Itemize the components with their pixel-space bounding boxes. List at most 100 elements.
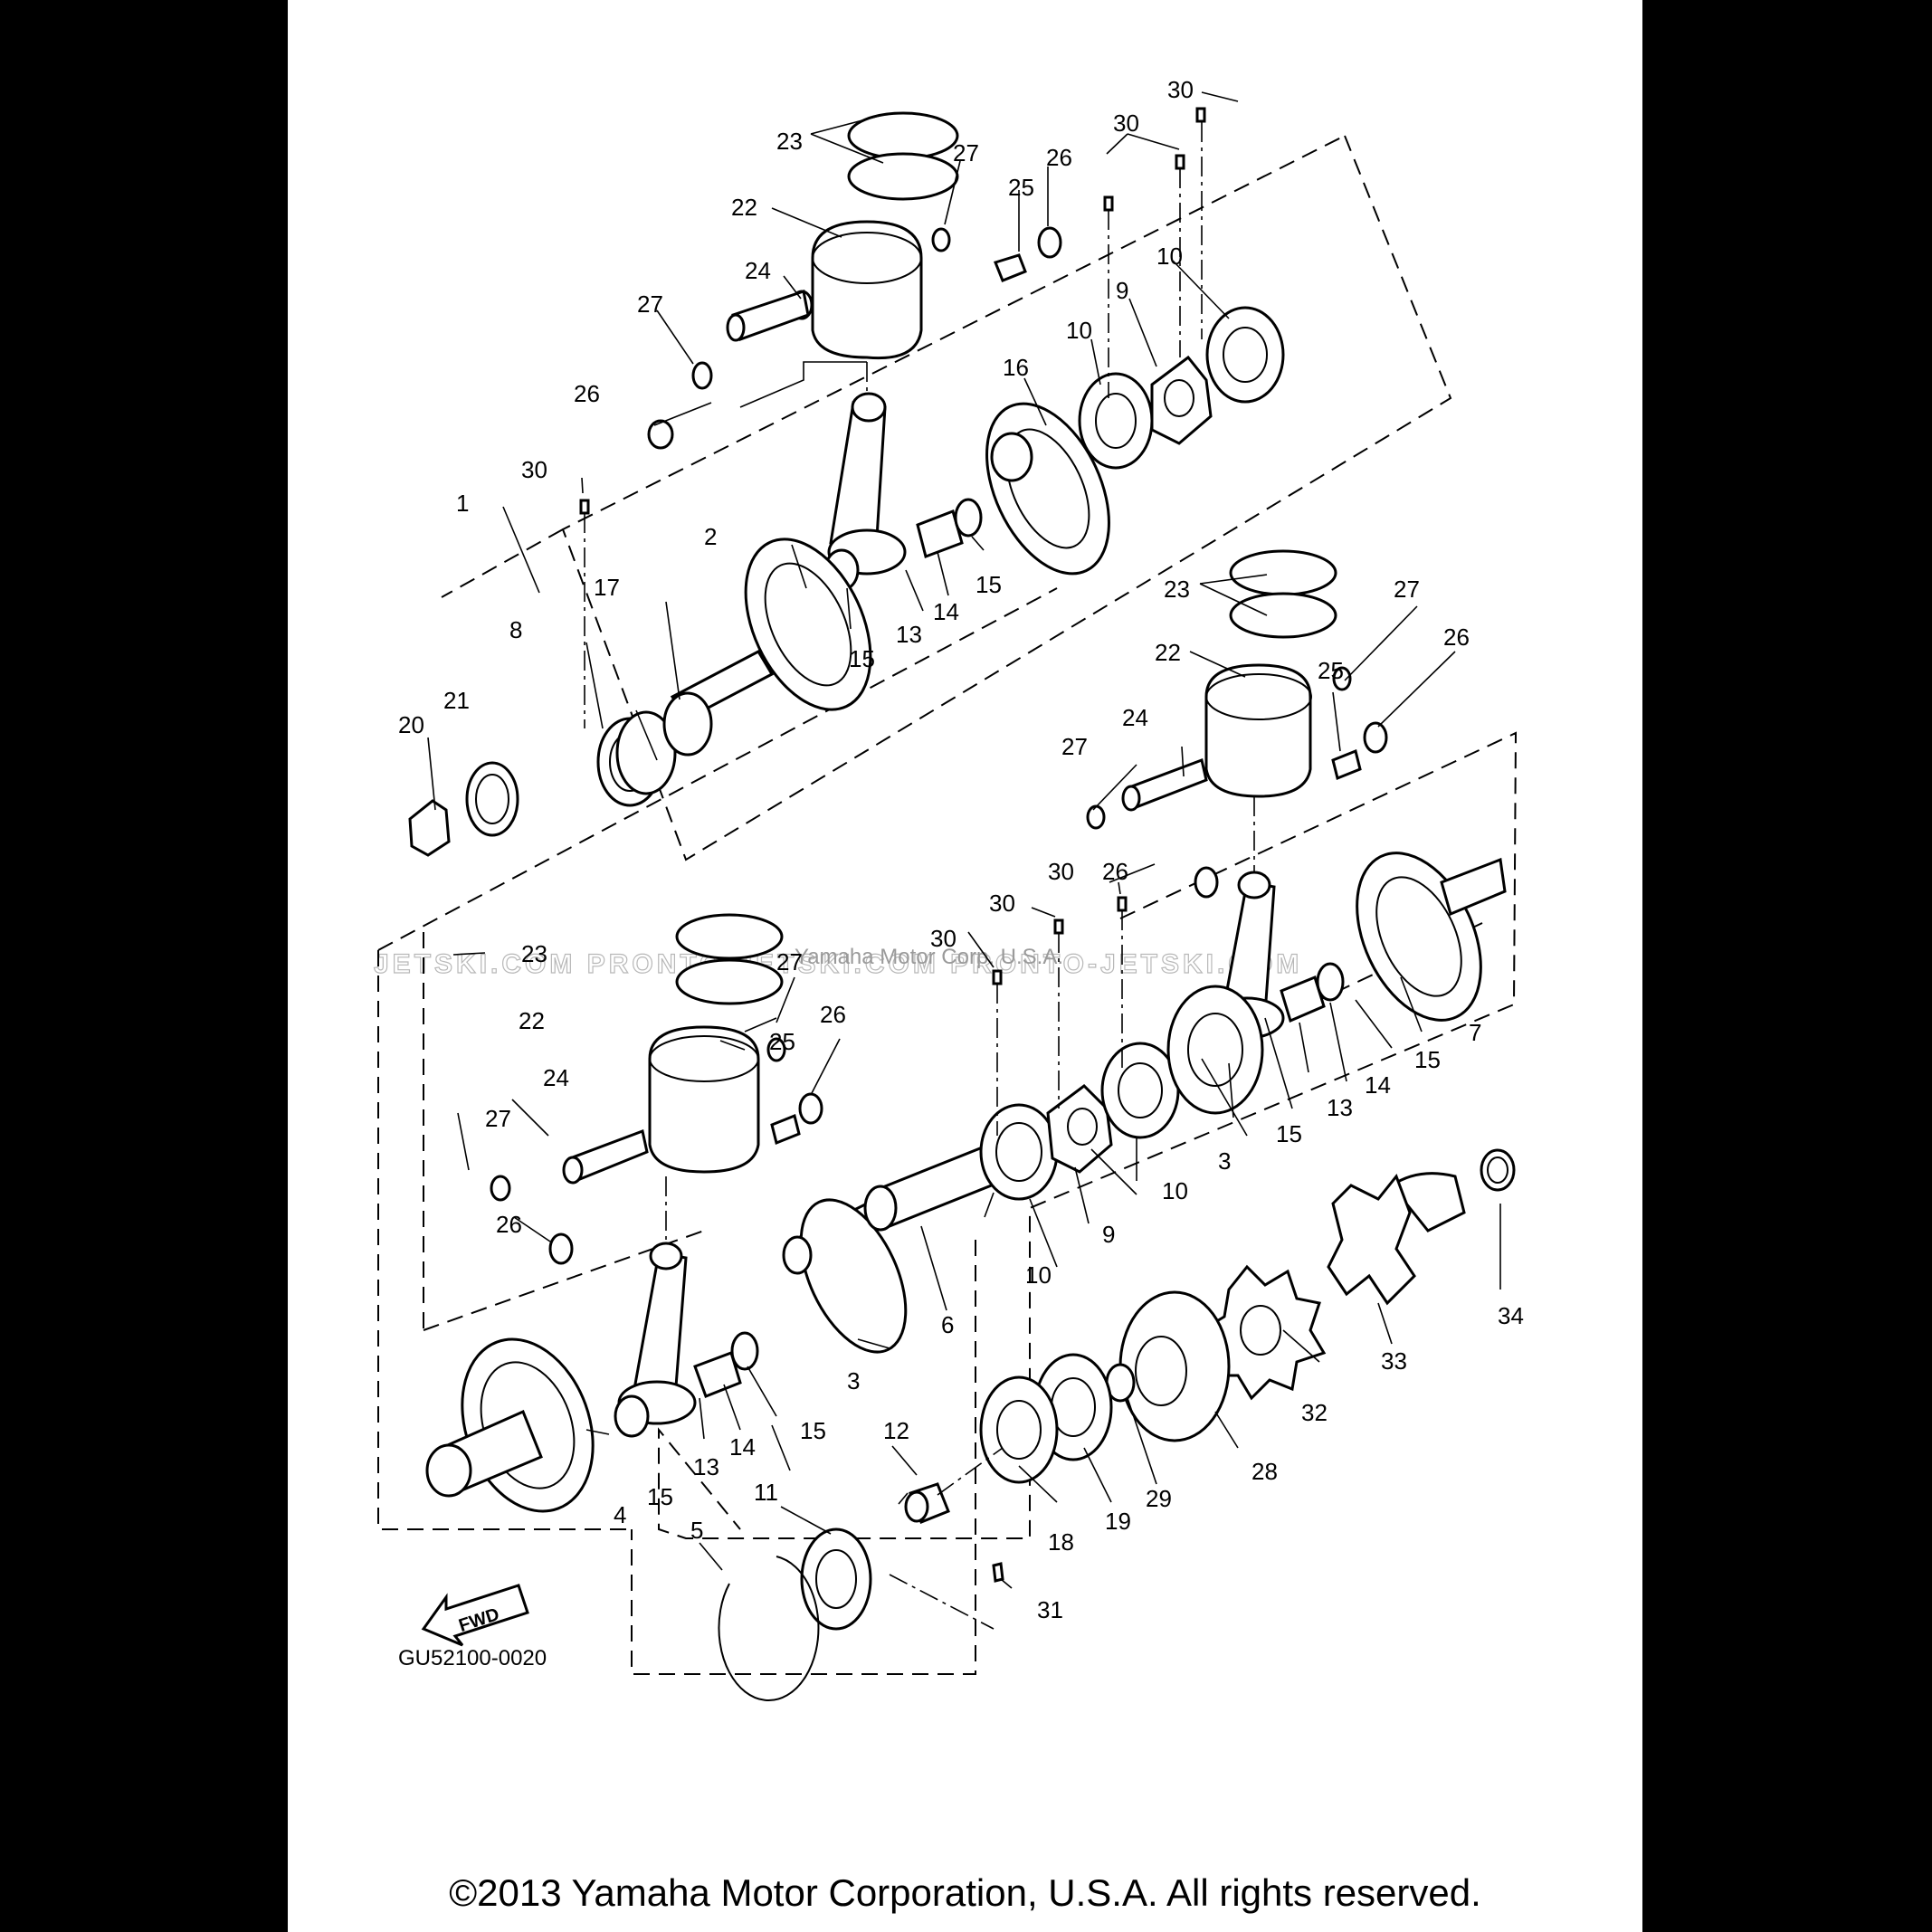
pin-30d (579, 499, 590, 515)
callout-22: 22 (519, 1007, 545, 1034)
clip-27-lower-left (490, 1175, 511, 1202)
callout-30: 30 (1113, 109, 1139, 137)
callout-7: 7 (1469, 1019, 1481, 1046)
pin-30b (1175, 154, 1185, 170)
piston-ring-upper-2 (847, 152, 959, 201)
pin-30e (1117, 896, 1128, 912)
leader-lines (427, 91, 1501, 1589)
callout-14: 14 (729, 1433, 756, 1461)
callout-20: 20 (398, 711, 424, 738)
upper-connecting-rod (823, 392, 983, 592)
clip-27-lower-right (766, 1037, 786, 1062)
callout-27: 27 (637, 290, 663, 318)
callout-23: 23 (1164, 576, 1190, 603)
collar-9-upper (1150, 355, 1213, 445)
bearing-14-upper (916, 509, 964, 558)
upper-bearings-9-10 (1078, 306, 1285, 470)
callout-26: 26 (1102, 858, 1128, 885)
bearing-14-lower (693, 1351, 742, 1398)
callout-23: 23 (776, 128, 803, 155)
callout-11: 11 (754, 1479, 778, 1506)
seal-21 (465, 761, 519, 837)
callout-26: 26 (574, 380, 600, 407)
clip-27-upper-left (691, 361, 713, 390)
callout-9: 9 (1102, 1221, 1115, 1248)
callout-10: 10 (1156, 243, 1183, 270)
callout-15: 15 (849, 645, 875, 672)
piston-ring-right-2 (1229, 592, 1337, 639)
bearing-14-right (1280, 975, 1326, 1023)
callout-13: 13 (693, 1453, 719, 1480)
fwd-arrow-icon: FWD (421, 1584, 529, 1647)
callout-1: 1 (456, 490, 469, 517)
piston-ring-lower-2 (675, 958, 784, 1005)
coupling-parts (718, 1148, 1516, 1702)
callout-34: 34 (1498, 1302, 1524, 1329)
conrod-lower (633, 1252, 688, 1400)
callout-30: 30 (930, 925, 956, 952)
bearing-17 (662, 691, 713, 757)
callout-22: 22 (731, 194, 757, 221)
callout-22: 22 (1155, 639, 1181, 666)
watermark-subtext: Yamaha Motor Corp. U.S.A. (795, 945, 1063, 969)
nut-20 (408, 799, 451, 857)
piston-ring-right-1 (1229, 549, 1337, 596)
bearing-10-lower-b (1100, 1042, 1180, 1139)
callout-14: 14 (1365, 1071, 1391, 1099)
figure-code: GU52100-0020 (398, 1646, 547, 1670)
callout-26: 26 (1443, 623, 1470, 651)
callout-24: 24 (1122, 704, 1148, 731)
callout-3: 3 (1218, 1147, 1231, 1175)
callout-10: 10 (1162, 1177, 1188, 1204)
watermark-text: JETSKI.COM PRONTO-JETSKI.COM PRONTO-JETS… (374, 949, 1302, 979)
piston-pin-right (1128, 757, 1208, 811)
seal-18 (979, 1375, 1059, 1484)
pin-30g (992, 969, 1003, 985)
bearing-25-right (1331, 748, 1362, 781)
pin-30a (1195, 107, 1206, 123)
callout-18: 18 (1048, 1528, 1074, 1556)
bearing-10-lower-a (979, 1103, 1059, 1201)
callout-5: 5 (690, 1517, 703, 1544)
upper-piston-assembly (647, 111, 1062, 450)
callout-27: 27 (1061, 733, 1088, 760)
washer-26-right-right (1363, 721, 1388, 754)
callout-8: 8 (509, 616, 522, 643)
washer-26-right-left (1194, 866, 1219, 899)
piston-ring-lower-1 (675, 913, 784, 960)
callout-12: 12 (883, 1417, 909, 1444)
bearing-11 (800, 1528, 872, 1631)
piston-right (1204, 663, 1312, 798)
callout-15: 15 (976, 571, 1002, 598)
center-lines (584, 122, 1255, 1630)
callout-32: 32 (1301, 1399, 1328, 1426)
callout-26: 26 (1046, 144, 1072, 171)
callout-16: 16 (1003, 354, 1029, 381)
callout-25: 25 (769, 1028, 795, 1055)
crank-end-4 (425, 1337, 595, 1513)
washer-34 (1480, 1148, 1516, 1192)
clip-27-right-right (1332, 666, 1352, 691)
callout-13: 13 (896, 621, 922, 648)
callout-17: 17 (594, 574, 620, 601)
callout-33: 33 (1381, 1347, 1407, 1375)
coupling-33-shaft (1389, 1172, 1466, 1232)
callout-labels: 30 30 23 27 26 25 22 10 24 27 9 10 26 16… (398, 76, 1524, 1623)
callout-23: 23 (521, 940, 547, 967)
crank-stub-7 (1440, 857, 1507, 917)
callout-29: 29 (1146, 1485, 1172, 1512)
washer-15-upper-right (954, 498, 983, 538)
bearing-10-upper-a (1078, 372, 1154, 470)
callout-3: 3 (847, 1367, 860, 1394)
washer-26-upper-right (1037, 226, 1062, 259)
clip-27-upper-right (931, 227, 951, 252)
callout-27: 27 (776, 948, 803, 976)
exploded-parts-diagram: JETSKI.COM PRONTO-JETSKI.COM PRONTO-JETS… (373, 76, 1524, 1702)
callout-30: 30 (989, 890, 1015, 917)
callout-6: 6 (941, 1311, 954, 1338)
callout-15: 15 (647, 1483, 673, 1510)
callout-10: 10 (1025, 1261, 1052, 1289)
circlip-5 (718, 1556, 820, 1702)
crank-web-7 (1356, 852, 1482, 1022)
collar-9-lower (1046, 1084, 1113, 1174)
